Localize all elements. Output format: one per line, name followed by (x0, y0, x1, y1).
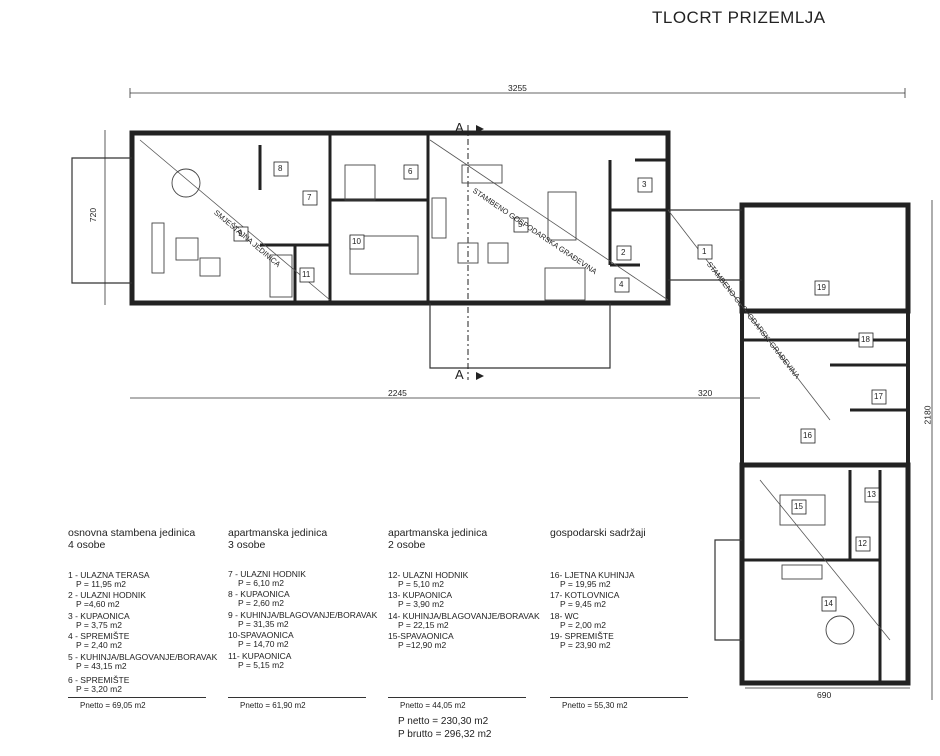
legend-subheader: 2 osobe (388, 539, 426, 551)
dimension-right-width: 690 (817, 690, 832, 700)
room-number: 13 (867, 490, 876, 499)
legend-item-area: P = 3,75 m2 (76, 620, 122, 630)
room-number: 8 (278, 164, 283, 173)
legend-item-area: P =4,60 m2 (76, 599, 120, 609)
legend-item: 12- ULAZNI HODNIK (388, 570, 469, 580)
legend-item: 4 - SPREMIŠTE (68, 631, 130, 641)
legend-net-area: Pnetto = 55,30 m2 (562, 701, 628, 710)
room-number: 16 (803, 431, 812, 440)
legend-header: apartmanska jedinica (228, 527, 328, 539)
legend-item-area: P = 9,45 m2 (560, 599, 606, 609)
legend-item-area: P =12,90 m2 (398, 640, 447, 650)
legend-item: 6 - SPREMIŠTE (68, 675, 130, 685)
room-number: 4 (619, 280, 624, 289)
legend-net-area: Pnetto = 44,05 m2 (400, 701, 466, 710)
legend-item-area: P = 19,95 m2 (560, 579, 611, 589)
legend-divider (388, 697, 526, 698)
legend-item: 13- KUPAONICA (388, 590, 453, 600)
legend-item-area: P = 14,70 m2 (238, 639, 289, 649)
legend-item: 10-SPAVAONICA (228, 630, 294, 640)
room-number: 10 (352, 237, 361, 246)
room-number: 6 (408, 167, 413, 176)
legend-item: 1 - ULAZNA TERASA (68, 570, 150, 580)
legend-header: gospodarski sadržaji (550, 527, 646, 539)
dimension-total-length: 3255 (508, 83, 527, 93)
dimension-right-depth: 2180 (922, 405, 933, 425)
legend-item: 8 - KUPAONICA (228, 589, 290, 599)
legend-header: apartmanska jedinica (388, 527, 488, 539)
dimension-left-length: 2245 (388, 388, 407, 398)
legend-item-area: P = 5,10 m2 (398, 579, 444, 589)
room-number: 2 (621, 248, 626, 257)
legend-item: 11- KUPAONICA (228, 651, 292, 661)
legend-net-area: Pnetto = 61,90 m2 (240, 701, 306, 710)
legend-item-area: P = 6,10 m2 (238, 578, 284, 588)
legend-net-area: Pnetto = 69,05 m2 (80, 701, 146, 710)
room-number: 7 (307, 193, 312, 202)
room-number: 18 (861, 335, 870, 344)
room-number: 17 (874, 392, 883, 401)
legend-subheader: 4 osobe (68, 539, 106, 551)
legend-item-area: P = 3,90 m2 (398, 599, 444, 609)
room-number: 1 (702, 247, 707, 256)
dimension-left-depth: 720 (88, 207, 99, 223)
room-number: 5 (518, 220, 523, 229)
legend-header: osnovna stambena jedinica (68, 527, 196, 539)
legend-item: 9 - KUHINJA/BLAGOVANJE/BORAVAK (228, 610, 378, 620)
legend-item-area: P = 3,20 m2 (76, 684, 122, 694)
room-number: 14 (824, 599, 833, 608)
legend-subheader: 3 osobe (228, 539, 266, 551)
legend-item: 2 - ULAZNI HODNIK (68, 590, 146, 600)
legend-item: 16- LJETNA KUHINJA (550, 570, 635, 580)
room-number: 15 (794, 502, 803, 511)
plan-title: TLOCRT PRIZEMLJA (652, 8, 826, 27)
legend-item: 3 - KUPAONICA (68, 611, 130, 621)
legend-divider (228, 697, 366, 698)
dimension-gap: 320 (698, 388, 713, 398)
legend-item: 19- SPREMIŠTE (550, 631, 614, 641)
legend-item: 7 - ULAZNI HODNIK (228, 569, 306, 579)
legend-item-area: P = 23,90 m2 (560, 640, 611, 650)
legend-divider (550, 697, 688, 698)
section-label-top: A (455, 120, 464, 135)
room-number: 11 (302, 270, 311, 279)
legend-item-area: P = 2,40 m2 (76, 640, 122, 650)
legend-item-area: P = 5,15 m2 (238, 660, 284, 670)
legend-item-area: P = 2,60 m2 (238, 598, 284, 608)
legend-divider (68, 697, 206, 698)
room-number: 12 (858, 539, 867, 548)
legend-item-area: P = 2,00 m2 (560, 620, 606, 630)
legend-item-area: P = 31,35 m2 (238, 619, 289, 629)
total-net-area: P netto = 230,30 m2 (398, 716, 489, 727)
legend-item: 5 - KUHINJA/BLAGOVANJE/BORAVAK (68, 652, 218, 662)
legend-item: 14- KUHINJA/BLAGOVANJE/BORAVAK (388, 611, 540, 621)
legend-item: 15-SPAVAONICA (388, 631, 454, 641)
legend-item: 17- KOTLOVNICA (550, 590, 620, 600)
room-number: 19 (817, 283, 826, 292)
total-brutto-area: P brutto = 296,32 m2 (398, 729, 492, 740)
legend-item-area: P = 11,95 m2 (76, 579, 127, 589)
legend-item: 18- WC (550, 611, 579, 621)
legend-item-area: P = 43,15 m2 (76, 661, 127, 671)
section-label-bottom: A (455, 367, 464, 382)
room-number: 9 (238, 229, 243, 238)
legend-item-area: P = 22,15 m2 (398, 620, 449, 630)
room-number: 3 (642, 180, 647, 189)
